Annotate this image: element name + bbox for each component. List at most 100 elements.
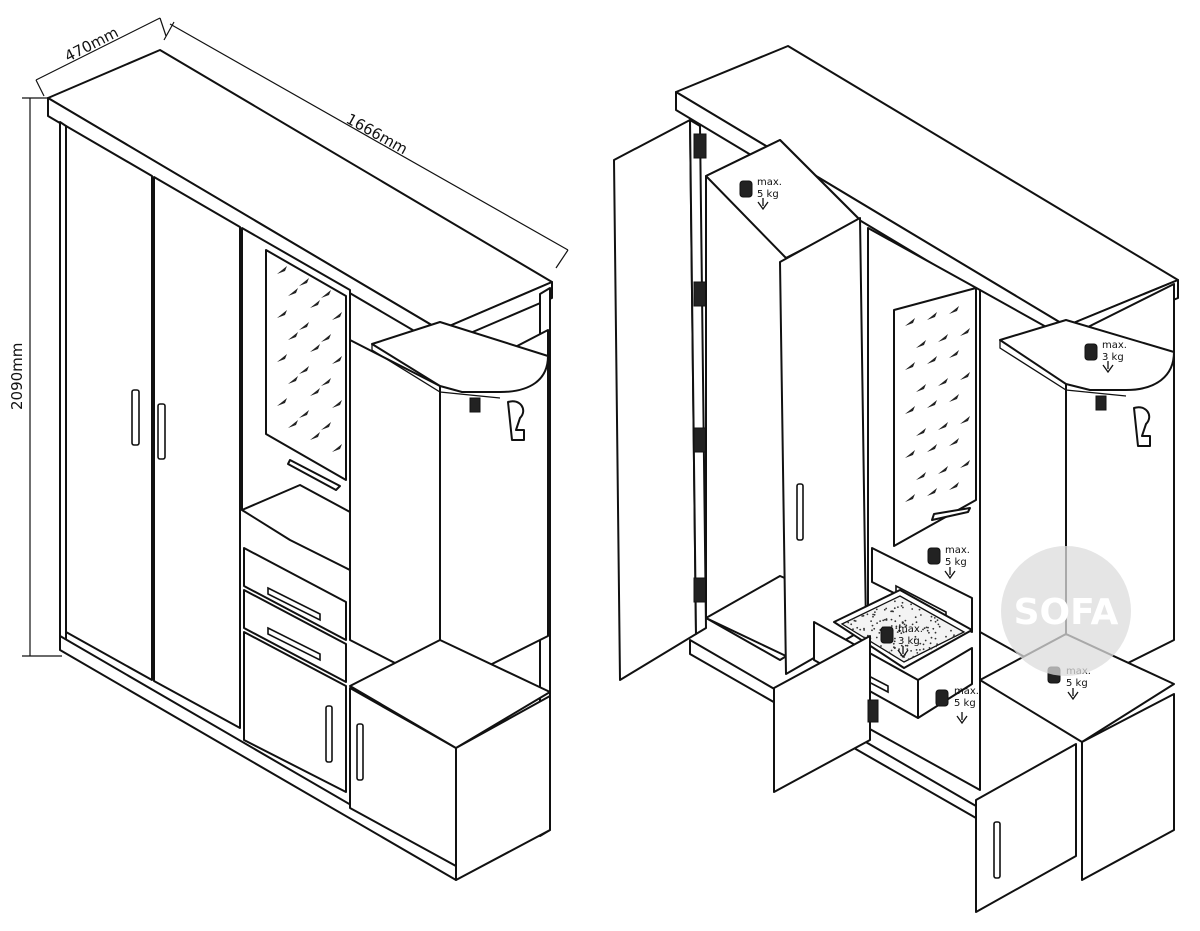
speckle: [911, 623, 914, 626]
speckle: [934, 631, 937, 634]
speckle: [894, 600, 896, 603]
mirror-pattern-mark: [960, 328, 970, 336]
second-open-door: [779, 217, 867, 675]
arrow-down-icon: [757, 198, 769, 211]
speckle: [898, 624, 901, 627]
mirror-pattern-mark: [949, 394, 959, 402]
mirror-pattern-mark: [960, 372, 970, 380]
left-wardrobe-doors: [59, 121, 241, 729]
mirror-pattern-mark: [905, 494, 915, 502]
speckle: [945, 635, 947, 638]
mirror-pattern-mark: [916, 384, 926, 392]
hinge-icon: [867, 699, 879, 723]
door-handle[interactable]: [157, 403, 166, 460]
speckle: [915, 621, 918, 624]
speckle: [879, 620, 881, 622]
mirror-pattern-mark: [288, 376, 298, 384]
drawer-handle[interactable]: [267, 626, 321, 662]
drawer-texture: [847, 600, 960, 660]
speckle: [895, 625, 898, 628]
speckle: [852, 628, 854, 631]
weight-icon: [880, 626, 894, 644]
speckle: [904, 619, 907, 622]
arrow-down-icon: [944, 567, 956, 580]
speckle: [885, 607, 888, 610]
speckle: [950, 629, 952, 632]
mirror-pattern-mark: [277, 354, 287, 362]
mirror-pattern-mark: [310, 432, 320, 440]
mirror-pattern-mark: [310, 300, 320, 308]
speckle: [901, 621, 904, 624]
mirror-pattern-mark: [288, 288, 298, 296]
speckle: [894, 637, 896, 640]
speckle: [903, 623, 906, 626]
door-handle[interactable]: [796, 483, 804, 541]
mirror-pattern-mark: [916, 472, 926, 480]
mirror-pattern-mark: [938, 378, 948, 386]
speckle: [883, 608, 886, 611]
speckle: [933, 617, 936, 619]
speckle: [890, 649, 893, 652]
coat-hook-icon: [507, 400, 525, 441]
speckle: [874, 611, 876, 613]
cabinet-handle[interactable]: [325, 705, 333, 763]
speckle: [894, 620, 897, 623]
hinge-icon: [693, 427, 707, 453]
speckle: [895, 627, 898, 629]
mirror-pattern-mark: [321, 378, 331, 386]
speckle: [880, 645, 882, 647]
mirror-pattern-mark: [927, 488, 937, 496]
speckle: [924, 639, 927, 642]
door-handle[interactable]: [131, 389, 140, 446]
load-max-label: max.: [945, 545, 970, 556]
speckle: [930, 619, 932, 622]
speckle: [935, 645, 937, 648]
speckle: [906, 644, 909, 647]
speckle: [896, 631, 899, 633]
speckle: [871, 629, 873, 632]
speckle: [872, 615, 874, 618]
speckle: [882, 619, 885, 622]
speckle: [927, 626, 929, 629]
load-indicator: max. 5 kg: [927, 545, 970, 580]
mirror-pattern-mark: [288, 420, 298, 428]
closed-wardrobe-view: 470mm 1666mm 2090mm: [8, 17, 569, 881]
mirror-pattern-mark: [332, 356, 342, 364]
mirror-pattern-mark: [927, 356, 937, 364]
speckle: [957, 633, 960, 636]
speckle: [937, 623, 940, 626]
cabinet-handle[interactable]: [356, 723, 364, 781]
speckle: [898, 629, 900, 632]
mirror-pattern-mark: [277, 266, 287, 274]
drawer-handle[interactable]: [267, 586, 321, 622]
load-indicator: max. 3 kg: [1084, 340, 1127, 374]
hinge-icon: [693, 577, 707, 603]
speckle: [862, 614, 865, 617]
speckle: [914, 616, 917, 619]
speckle: [905, 624, 908, 627]
open-wardrobe-view: max. 5 kg max. 3 kg max. 5 kg max. 3 kg …: [613, 45, 1179, 913]
speckle: [893, 646, 895, 649]
speckle: [902, 631, 905, 634]
speckle: [905, 630, 908, 633]
speckle: [953, 634, 955, 637]
speckle: [922, 643, 925, 646]
cabinet-handle[interactable]: [993, 821, 1001, 879]
speckle: [938, 625, 941, 628]
mirror-pattern-mark: [299, 322, 309, 330]
mirror-pattern-mark: [321, 290, 331, 298]
speckle: [863, 627, 865, 630]
speckle: [923, 627, 926, 630]
mirror-pattern-mark: [938, 334, 948, 342]
speckle: [892, 642, 895, 645]
mirror-pattern-mark: [321, 422, 331, 430]
speckle: [875, 608, 878, 611]
speckle: [847, 621, 850, 624]
speckle: [930, 636, 933, 639]
speckle: [873, 627, 876, 630]
speckle: [928, 631, 930, 634]
drawer-front[interactable]: [871, 547, 973, 633]
speckle: [902, 606, 904, 609]
speckle: [872, 613, 874, 616]
